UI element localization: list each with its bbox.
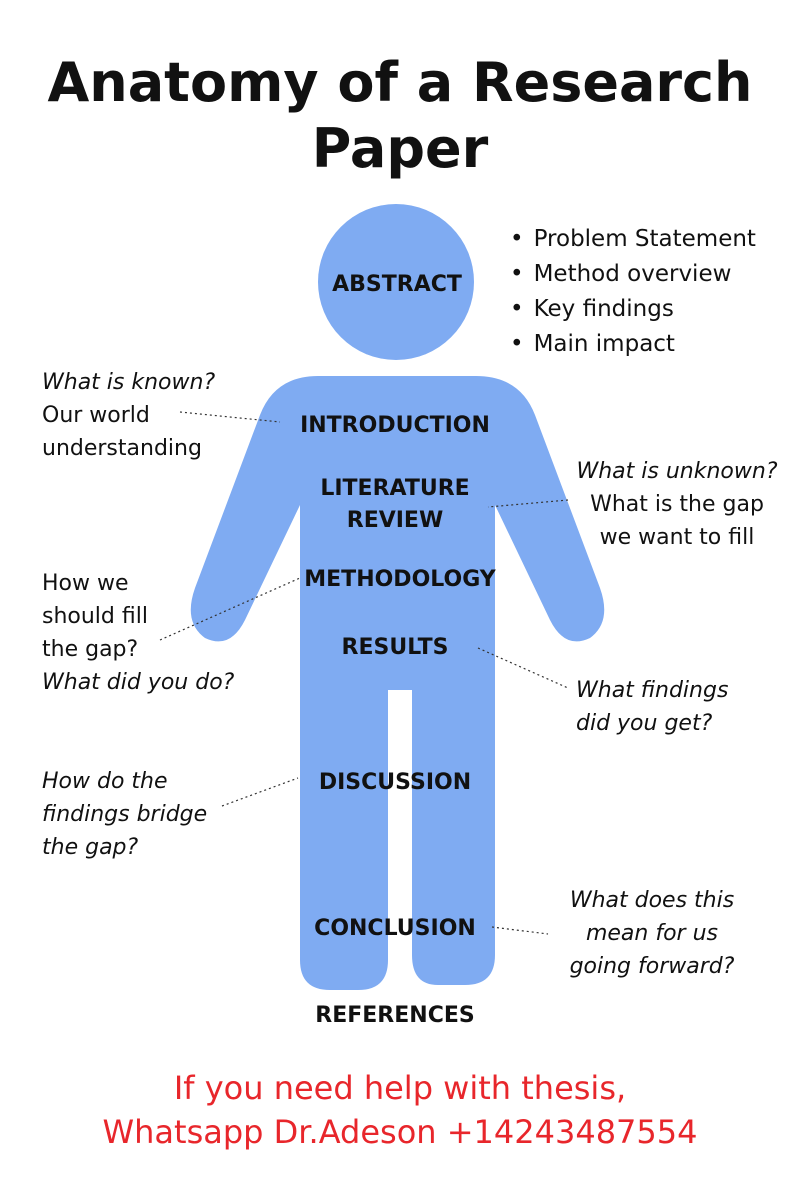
note-discussion-line-2: findings bridge: [42, 802, 208, 827]
note-methodology-line-1: How we: [42, 571, 129, 596]
note-methodology: How we should fill the gap? What did you…: [42, 567, 234, 699]
figure-head: [318, 204, 474, 360]
human-figure: [190, 204, 605, 990]
call-to-action: If you need help with thesis, Whatsapp D…: [0, 1066, 800, 1154]
section-results: RESULTS: [341, 635, 449, 660]
section-discussion: DISCUSSION: [318, 770, 472, 795]
note-conclusion-line-3: going forward?: [569, 954, 735, 979]
section-introduction: INTRODUCTION: [300, 413, 490, 438]
leader-conclusion: [491, 926, 549, 935]
note-discussion-line-1: How do the: [42, 769, 168, 794]
title-line-1: Anatomy of a Research: [47, 51, 753, 114]
page-title: Anatomy of a Research Paper: [0, 50, 800, 182]
section-abstract: ABSTRACT: [332, 272, 462, 297]
abstract-points-list: Problem Statement Method overview Key fi…: [510, 222, 756, 362]
note-conclusion-line-1: What does this: [569, 888, 735, 913]
note-literature-review: What is unknown? What is the gap we want…: [566, 455, 788, 554]
section-references: REFERENCES: [315, 1003, 475, 1028]
note-methodology-line-3: the gap?: [42, 637, 139, 662]
leader-results: [477, 647, 569, 689]
note-discussion-line-3: the gap?: [42, 835, 139, 860]
section-literature-review-line-2: REVIEW: [346, 508, 444, 533]
note-introduction-line-1: Our world: [42, 403, 150, 428]
note-literature-review-line-2: we want to fill: [599, 525, 755, 550]
list-item: Problem Statement: [510, 222, 756, 257]
cta-line-1: If you need help with thesis,: [173, 1069, 627, 1107]
section-methodology: METHODOLOGY: [304, 567, 496, 592]
list-item: Key findings: [510, 292, 756, 327]
note-conclusion-line-2: mean for us: [585, 921, 719, 946]
note-results-line-2: did you get?: [576, 711, 713, 736]
cta-line-2: Whatsapp Dr.Adeson +14243487554: [102, 1113, 698, 1151]
figure-torso: [190, 376, 605, 990]
leader-literature-review: [487, 499, 569, 508]
note-literature-review-question: What is unknown?: [576, 459, 778, 484]
section-conclusion: CONCLUSION: [314, 916, 476, 941]
note-introduction-question: What is known?: [42, 370, 216, 395]
note-discussion: How do the findings bridge the gap?: [42, 765, 207, 864]
note-methodology-question: What did you do?: [42, 670, 235, 695]
leader-lines: [159, 411, 569, 935]
note-introduction: What is known? Our world understanding: [42, 366, 215, 465]
note-results-line-1: What findings: [576, 678, 729, 703]
note-introduction-line-2: understanding: [42, 436, 202, 461]
list-item: Main impact: [510, 327, 756, 362]
note-literature-review-line-1: What is the gap: [590, 492, 764, 517]
leader-methodology: [159, 577, 301, 641]
section-literature-review-line-1: LITERATURE: [320, 476, 470, 501]
note-methodology-line-2: should fill: [42, 604, 148, 629]
leader-introduction: [179, 411, 281, 423]
note-conclusion: What does this mean for us going forward…: [552, 884, 752, 983]
list-item: Method overview: [510, 257, 756, 292]
title-line-2: Paper: [311, 117, 489, 180]
leader-discussion: [221, 777, 299, 807]
note-results: What findings did you get?: [576, 674, 728, 740]
